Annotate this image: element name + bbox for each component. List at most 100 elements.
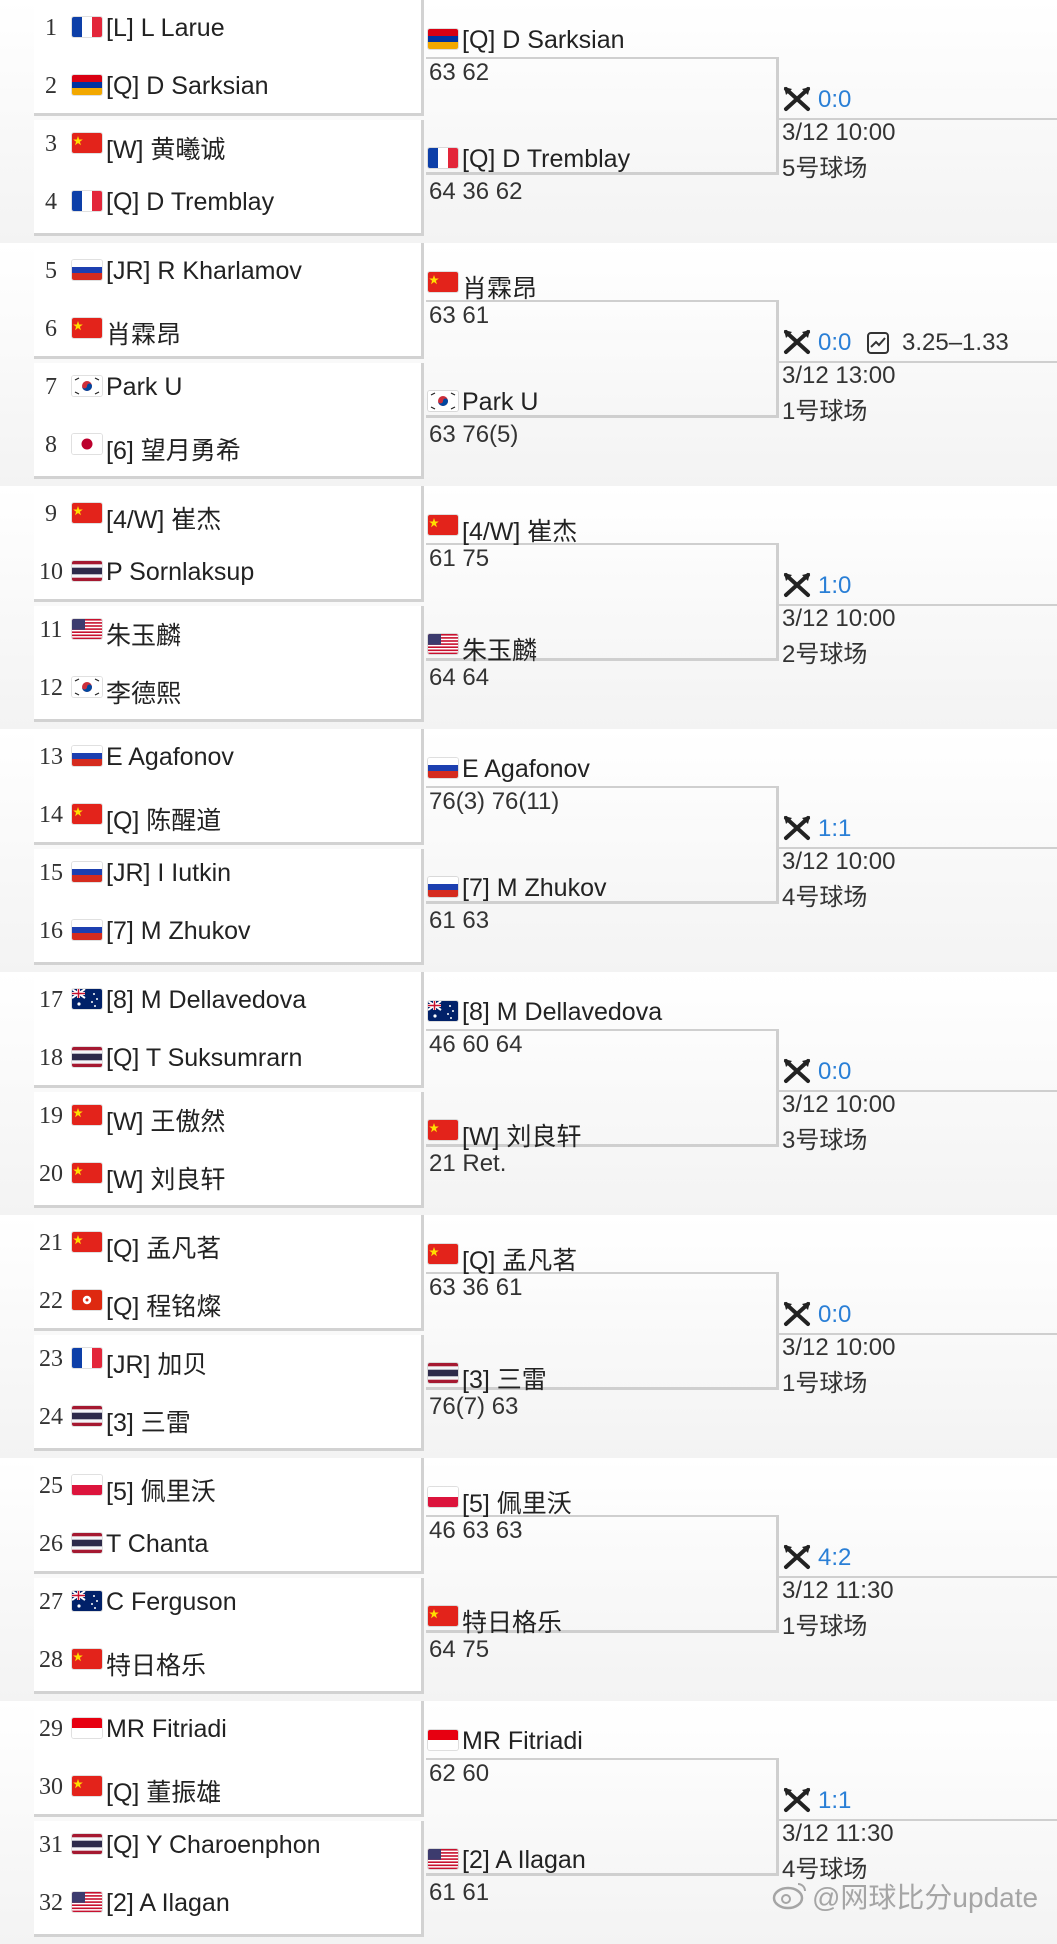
- winner-name[interactable]: [3] 三雷: [462, 1366, 547, 1394]
- player-name[interactable]: P Sornlaksup: [106, 558, 255, 586]
- player-name[interactable]: [Q] 程铭燦: [106, 1293, 222, 1321]
- ru-flag-icon: [428, 877, 458, 897]
- winner-name[interactable]: 肖霖昂: [462, 275, 538, 303]
- cn-flag-icon: [428, 1606, 458, 1626]
- player-name[interactable]: [W] 黄曦诚: [106, 136, 226, 164]
- winner-name[interactable]: 特日格乐: [462, 1609, 563, 1637]
- player-name[interactable]: [8] M Dellavedova: [106, 986, 307, 1014]
- player-name[interactable]: [JR] 加贝: [106, 1351, 208, 1379]
- id-flag-icon: [72, 1718, 102, 1738]
- player-name[interactable]: [7] M Zhukov: [106, 917, 251, 945]
- h2h-icon[interactable]: [782, 1300, 812, 1328]
- player-name[interactable]: [JR] R Kharlamov: [106, 257, 302, 285]
- bracket-line: [779, 847, 1057, 849]
- player-name[interactable]: 李德熙: [106, 680, 182, 708]
- winner-name[interactable]: [4/W] 崔杰: [462, 518, 578, 546]
- court-name: 3号球场: [782, 1127, 868, 1154]
- court-name: 1号球场: [782, 1613, 868, 1640]
- player-name[interactable]: [4/W] 崔杰: [106, 506, 222, 534]
- us-flag-icon: [72, 619, 102, 639]
- h2h-record[interactable]: 4:2: [818, 1544, 852, 1571]
- cn-flag-icon: [428, 1120, 458, 1140]
- winner-name[interactable]: [Q] 孟凡茗: [462, 1247, 578, 1275]
- odds-chart-icon[interactable]: [866, 331, 890, 355]
- player-name[interactable]: [Q] 董振雄: [106, 1779, 222, 1807]
- bracket-connector: [426, 1272, 779, 1390]
- winner-name[interactable]: [W] 刘良轩: [462, 1123, 582, 1151]
- player-name[interactable]: MR Fitriadi: [106, 1715, 227, 1743]
- match-score: 64 75: [429, 1636, 490, 1663]
- player-name[interactable]: [Q] Y Charoenphon: [106, 1831, 321, 1859]
- bracket-connector: [426, 57, 779, 175]
- match-score: 63 61: [429, 302, 490, 329]
- h2h-record[interactable]: 0:0: [818, 329, 852, 356]
- au-flag-icon: [428, 1001, 458, 1021]
- bracket-connector: [426, 786, 779, 904]
- winner-name[interactable]: [Q] D Sarksian: [462, 26, 625, 54]
- player-name[interactable]: [Q] 陈醒道: [106, 807, 222, 835]
- th-flag-icon: [72, 1533, 102, 1553]
- match-score: 63 36 61: [429, 1274, 523, 1301]
- h2h-icon[interactable]: [782, 1543, 812, 1571]
- match-score: 76(3) 76(11): [429, 788, 560, 815]
- player-name[interactable]: C Ferguson: [106, 1588, 237, 1616]
- player-name[interactable]: [W] 刘良轩: [106, 1166, 226, 1194]
- winner-name[interactable]: [5] 佩里沃: [462, 1490, 572, 1518]
- court-name: 2号球场: [782, 641, 868, 668]
- h2h-icon[interactable]: [782, 1057, 812, 1085]
- draw-position: 27: [39, 1589, 63, 1615]
- h2h-record[interactable]: 0:0: [818, 1301, 852, 1328]
- player-name[interactable]: [2] A Ilagan: [106, 1889, 230, 1917]
- match-score: 21 Ret.: [429, 1150, 507, 1177]
- match-score: 61 63: [429, 907, 490, 934]
- th-flag-icon: [72, 1406, 102, 1426]
- player-name[interactable]: [L] L Larue: [106, 14, 225, 42]
- player-name[interactable]: [6] 望月勇希: [106, 437, 241, 465]
- match-score: 63 76(5): [429, 421, 519, 448]
- draw-position: 20: [39, 1161, 63, 1187]
- player-name[interactable]: 朱玉麟: [106, 622, 182, 650]
- cn-flag-icon: [72, 133, 102, 153]
- winner-name[interactable]: [Q] D Tremblay: [462, 145, 631, 173]
- draw-position: 13: [39, 744, 63, 770]
- player-name[interactable]: 特日格乐: [106, 1652, 207, 1680]
- player-name[interactable]: [3] 三雷: [106, 1409, 191, 1437]
- h2h-record[interactable]: 1:1: [818, 1787, 852, 1814]
- player-name[interactable]: [Q] 孟凡茗: [106, 1235, 222, 1263]
- winner-name[interactable]: [7] M Zhukov: [462, 874, 607, 902]
- h2h-icon[interactable]: [782, 814, 812, 842]
- player-name[interactable]: E Agafonov: [106, 743, 234, 771]
- player-name[interactable]: [JR] I Iutkin: [106, 859, 232, 887]
- fr-flag-icon: [428, 148, 458, 168]
- pl-flag-icon: [72, 1475, 102, 1495]
- player-name[interactable]: [Q] D Tremblay: [106, 188, 275, 216]
- bracket-line: [779, 604, 1057, 606]
- h2h-icon[interactable]: [782, 85, 812, 113]
- player-name[interactable]: [Q] D Sarksian: [106, 72, 269, 100]
- h2h-record[interactable]: 0:0: [818, 1058, 852, 1085]
- match-time: 3/12 10:00: [782, 119, 896, 146]
- draw-position: 22: [39, 1288, 63, 1314]
- h2h-icon[interactable]: [782, 328, 812, 356]
- h2h-icon[interactable]: [782, 571, 812, 599]
- player-name[interactable]: [5] 佩里沃: [106, 1478, 216, 1506]
- h2h-record[interactable]: 0:0: [818, 86, 852, 113]
- h2h-icon[interactable]: [782, 1786, 812, 1814]
- match-time: 3/12 13:00: [782, 362, 896, 389]
- match-time: 3/12 10:00: [782, 1091, 896, 1118]
- winner-name[interactable]: Park U: [462, 388, 539, 416]
- player-name[interactable]: [W] 王傲然: [106, 1108, 226, 1136]
- player-name[interactable]: 肖霖昂: [106, 321, 182, 349]
- first-round-box: [34, 243, 424, 359]
- winner-name[interactable]: [8] M Dellavedova: [462, 998, 663, 1026]
- winner-name[interactable]: MR Fitriadi: [462, 1727, 583, 1755]
- winner-name[interactable]: 朱玉麟: [462, 637, 538, 665]
- player-name[interactable]: [Q] T Suksumrarn: [106, 1044, 303, 1072]
- h2h-record[interactable]: 1:1: [818, 815, 852, 842]
- draw-position: 5: [45, 258, 57, 284]
- player-name[interactable]: Park U: [106, 373, 183, 401]
- h2h-record[interactable]: 1:0: [818, 572, 852, 599]
- player-name[interactable]: T Chanta: [106, 1530, 209, 1558]
- winner-name[interactable]: E Agafonov: [462, 755, 590, 783]
- winner-name[interactable]: [2] A Ilagan: [462, 1846, 586, 1874]
